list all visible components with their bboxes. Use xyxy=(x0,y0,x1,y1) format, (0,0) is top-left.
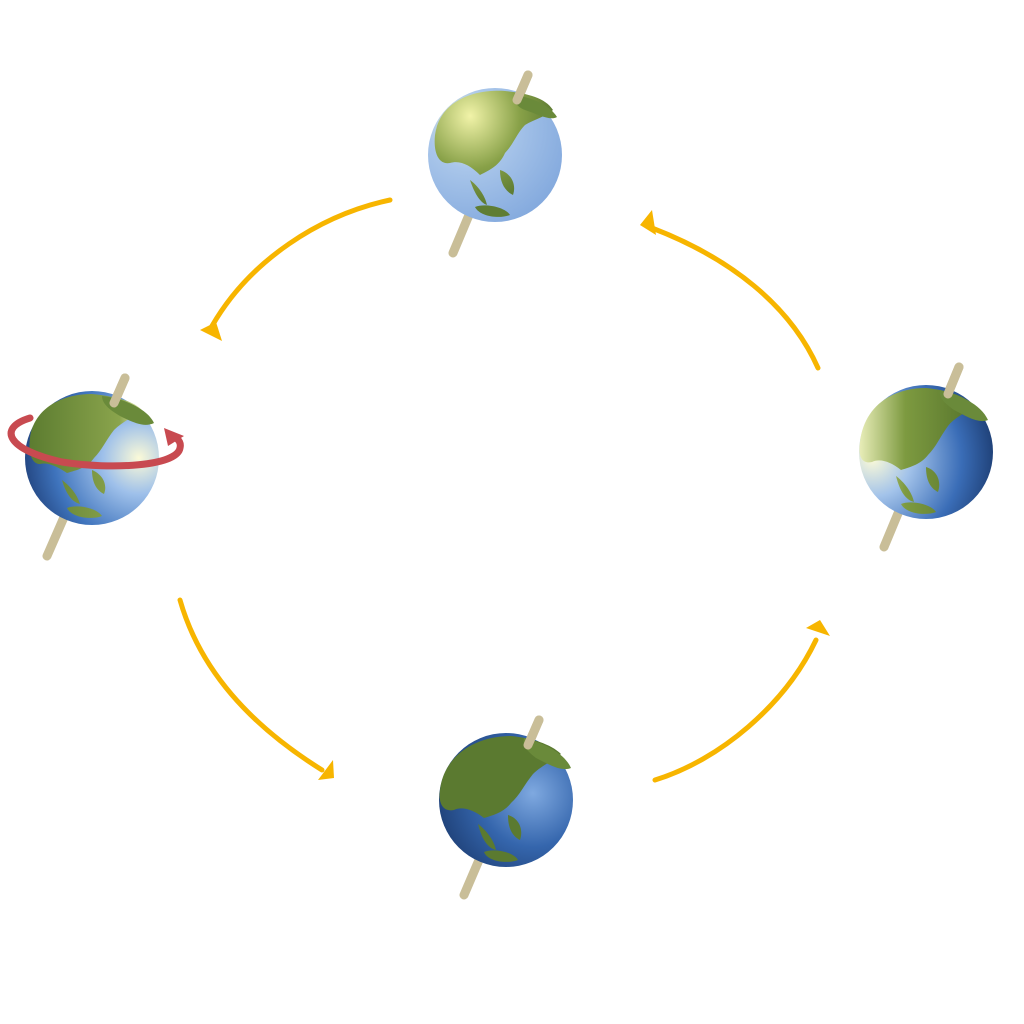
continents xyxy=(434,90,553,217)
globe-right xyxy=(859,362,993,552)
orbit-arrow-top-right xyxy=(640,210,821,371)
continents xyxy=(29,394,142,518)
orbit-arrow-top-left xyxy=(200,197,393,341)
globe-bottom xyxy=(439,715,573,900)
rotation-arrow xyxy=(7,414,184,470)
orbit-arrow-bottom-left xyxy=(177,597,334,780)
orbit-arrow-bottom-right xyxy=(652,620,830,783)
continents xyxy=(439,736,561,862)
globe-left xyxy=(7,373,184,561)
landmass-north xyxy=(939,390,988,422)
continents xyxy=(859,388,974,514)
landmass-north xyxy=(514,95,557,119)
globe-top xyxy=(428,70,562,258)
landmass-north xyxy=(523,738,571,770)
